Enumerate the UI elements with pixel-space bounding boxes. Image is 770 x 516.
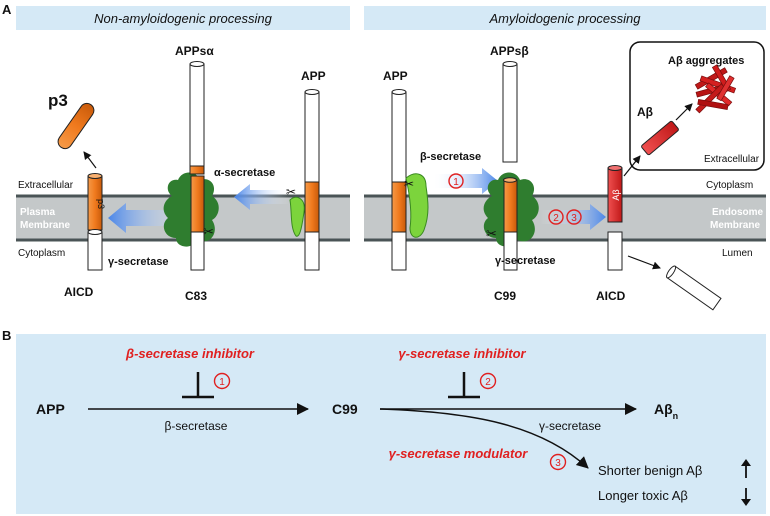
shorter-benign-label: Shorter benign Aβ: [598, 463, 702, 478]
p3-release-arrow: [83, 151, 97, 169]
abeta-label: Aβ: [637, 105, 653, 119]
panel-b-letter: B: [2, 328, 11, 343]
b-gamma-secretase-label: γ-secretase: [539, 419, 601, 433]
beta-inhibitor-bar: [182, 372, 214, 399]
right-title-bar: [364, 6, 766, 30]
aicd-right: [607, 231, 623, 271]
c99-label: C99: [494, 289, 516, 303]
b-abeta-n-label: Aβn: [654, 401, 678, 421]
app-left: [304, 89, 320, 271]
membrane-label-left: Membrane: [20, 220, 70, 231]
aicd-released: [666, 265, 722, 311]
abeta-membrane-label: Aβ: [611, 189, 621, 200]
step-3-badge: [566, 209, 582, 225]
blue-arrow-alpha: [234, 184, 290, 210]
b-abeta-main: Aβ: [654, 401, 673, 417]
appsb-fragment: [502, 61, 518, 163]
abeta-in-membrane: [607, 165, 623, 223]
appsb-label: APPsβ: [490, 44, 529, 58]
plasma-label: Plasma: [20, 207, 55, 218]
appsa-fragment: [189, 61, 205, 175]
step-3-badge-text: 3: [571, 213, 577, 224]
b-beta-secretase-label: β-secretase: [165, 419, 228, 433]
gamma-secretase-left-label: γ-secretase: [108, 256, 169, 268]
modulator-curve-arrow: [379, 408, 589, 469]
beta-secretase-label: β-secretase: [420, 151, 481, 163]
scissors-icon-beta: ✂: [404, 177, 414, 191]
gamma-modulator-label: γ-secretase modulator: [389, 446, 529, 461]
longer-toxic-label: Longer toxic Aβ: [598, 488, 688, 503]
step-2-badge-text: 2: [553, 213, 559, 224]
p3-membrane-label: p3: [96, 199, 106, 209]
beta-inhibitor-label: β-secretase inhibitor: [125, 346, 255, 361]
c83-label: C83: [185, 289, 207, 303]
b-step-1-badge: [213, 372, 231, 390]
blue-arrow-beta: [432, 168, 498, 194]
aicd-right-label: AICD: [596, 289, 626, 303]
abeta-aggregates-label: Aβ aggregates: [668, 55, 744, 67]
app-left-label: APP: [301, 69, 326, 83]
b-step-3-badge: [549, 453, 567, 471]
box-extracellular-label: Extracellular: [704, 154, 760, 165]
p3-fragment-floating: [57, 102, 95, 150]
c99-fragment: [503, 177, 518, 271]
aicd-left-label: AICD: [64, 285, 94, 299]
endosome-label: Endosome: [712, 207, 764, 218]
b-c99-label: C99: [332, 401, 358, 417]
b-app-label: APP: [36, 401, 65, 417]
appsa-label: APPsα: [175, 44, 214, 58]
right-title: Amyloidogenic processing: [488, 11, 641, 26]
decrease-arrow-icon: [741, 488, 751, 506]
b-step-3-text: 3: [555, 458, 561, 469]
gamma-inhibitor-bar: [448, 372, 480, 399]
beta-secretase-enzyme: [405, 173, 429, 238]
alpha-secretase-label: α-secretase: [214, 167, 275, 179]
gamma-inhibitor-label: γ-secretase inhibitor: [398, 346, 526, 361]
aggregation-arrow: [675, 103, 693, 121]
increase-arrow-icon: [741, 459, 751, 478]
abeta-release-arrow: [623, 155, 641, 177]
left-title-bar: [16, 6, 350, 30]
left-extracellular-label: Extracellular: [18, 180, 74, 191]
panel-a-letter: A: [2, 2, 12, 17]
scissors-icon-right-gamma: ✂: [486, 226, 497, 241]
scissors-icon-left-gamma: ✂: [203, 224, 214, 239]
aicd-release-arrow: [627, 255, 661, 270]
app-right-label: APP: [383, 69, 408, 83]
aicd-left: [87, 229, 103, 271]
abeta-aggregate-bundle: [694, 64, 737, 114]
panel-b-background: [16, 334, 766, 514]
b-step-2-badge: [479, 372, 497, 390]
p3-label: p3: [48, 91, 68, 110]
c83-fragment: [190, 175, 205, 271]
step-2-badge: [548, 209, 564, 225]
app-right: [391, 89, 407, 271]
left-cytoplasm-label: Cytoplasm: [18, 248, 65, 259]
membrane-label-right: Membrane: [710, 220, 760, 231]
abeta-monomer: [641, 120, 679, 156]
gamma-secretase-right-label: γ-secretase: [495, 255, 556, 267]
alpha-secretase-enzyme: [289, 196, 305, 237]
left-title: Non-amyloidogenic processing: [94, 11, 273, 26]
b-step-1-text: 1: [219, 377, 225, 388]
scissors-icon-alpha: ✂: [286, 185, 296, 199]
step-1-badge-text: 1: [453, 177, 459, 188]
step-1-badge: [448, 173, 464, 189]
p3-in-membrane: [87, 173, 103, 231]
right-cytoplasm-label: Cytoplasm: [706, 180, 753, 191]
lumen-label: Lumen: [722, 248, 753, 259]
b-step-2-text: 2: [485, 377, 491, 388]
b-abeta-subscript: n: [673, 411, 679, 421]
